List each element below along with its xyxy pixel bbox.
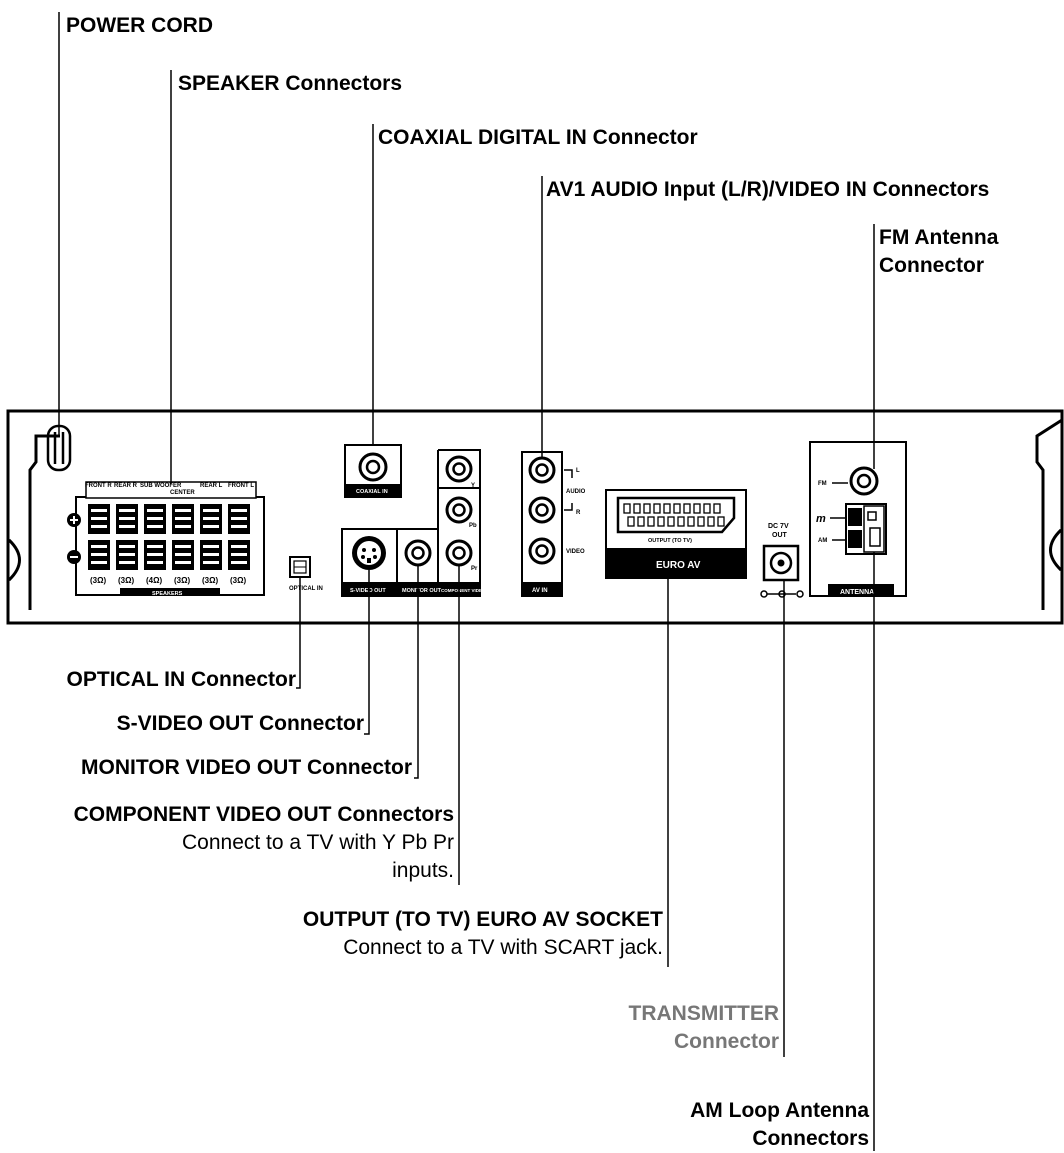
- euro-output-label: OUTPUT (TO TV): [648, 538, 692, 544]
- av-in-label: AV IN: [532, 588, 548, 594]
- optical-in-connector: OPTICAL IN: [289, 556, 323, 592]
- minus-icon: [67, 550, 81, 564]
- power-cord-callout: POWER CORD: [66, 14, 213, 37]
- av1-input-callout: AV1 AUDIO Input (L/R)/VIDEO IN Connector…: [546, 178, 990, 201]
- audio-label: AUDIO: [566, 489, 586, 495]
- transmitter-callout-line2: Connector: [674, 1030, 779, 1053]
- dc-out-label: OUT: [772, 532, 788, 539]
- speaker-channel-label: CENTER: [170, 490, 195, 496]
- component-video-out-desc: Connect to a TV with Y Pb Pr: [182, 831, 454, 854]
- coaxial-in-connector: COAXIAL IN: [344, 444, 402, 498]
- speakers-label: SPEAKERS: [152, 591, 183, 597]
- am-label: AM: [818, 538, 827, 544]
- s-video-out-connector: S-VIDEO OUT: [350, 536, 386, 594]
- speaker-channel-label: FRONT R: [85, 483, 112, 489]
- speaker-terminal-block: FRONT R REAR R SUB WOOFER CENTER REAR L …: [67, 481, 265, 597]
- transmitter-callout: TRANSMITTER: [628, 1002, 780, 1025]
- component-video-out-callout: COMPONENT VIDEO OUT Connectors: [73, 803, 454, 826]
- component-video-out-desc-line2: inputs.: [392, 859, 454, 882]
- speaker-impedance: (3Ω): [174, 576, 191, 585]
- antenna-label: ANTENNA: [840, 589, 874, 596]
- monitor-out-label: MONITOR OUT: [402, 588, 442, 594]
- speaker-impedance: (3Ω): [230, 576, 247, 585]
- dc-label: DC 7V: [768, 523, 789, 530]
- speaker-channel-label: SUB WOOFER: [140, 483, 182, 489]
- am-loop-antenna-callout-line2: Connectors: [752, 1127, 869, 1150]
- chassis: [6, 409, 1064, 625]
- component-y-label: Y: [471, 483, 475, 489]
- callout-lines: [58, 12, 875, 1151]
- speaker-channel-label: REAR R: [114, 483, 138, 489]
- optical-in-callout: OPTICAL IN Connector: [66, 668, 296, 691]
- speaker-impedance: (3Ω): [90, 576, 107, 585]
- euro-av-socket-desc: Connect to a TV with SCART jack.: [343, 936, 663, 959]
- audio-r-label: R: [576, 510, 581, 516]
- coaxial-digital-in-callout: COAXIAL DIGITAL IN Connector: [378, 126, 698, 149]
- speaker-connectors-callout: SPEAKER Connectors: [178, 72, 403, 95]
- am-loop-antenna-callout: AM Loop Antenna: [690, 1099, 869, 1122]
- component-pb-label: Pb: [469, 523, 477, 529]
- antenna-block: ANTENNA FM m AM: [809, 441, 907, 597]
- s-video-out-callout: S-VIDEO OUT Connector: [116, 712, 364, 735]
- av-in-block: AV IN L AUDIO R VIDEO: [521, 451, 586, 597]
- fm-label: FM: [818, 481, 827, 487]
- audio-l-label: L: [576, 468, 580, 474]
- coaxial-in-label: COAXIAL IN: [356, 489, 388, 495]
- euro-av-socket: OUTPUT (TO TV) EURO AV: [605, 489, 747, 579]
- euro-av-socket-callout: OUTPUT (TO TV) EURO AV SOCKET: [302, 908, 663, 931]
- s-video-out-label: S-VIDEO OUT: [350, 588, 386, 594]
- ground-icon: m: [816, 513, 826, 525]
- speaker-channel-label: REAR L: [200, 483, 223, 489]
- fm-antenna-callout: FM Antenna: [879, 226, 999, 249]
- video-label: VIDEO: [566, 549, 585, 555]
- monitor-video-out-callout: MONITOR VIDEO OUT Connector: [81, 756, 412, 779]
- speaker-channel-label: FRONT L: [228, 483, 254, 489]
- speaker-impedance: (3Ω): [118, 576, 135, 585]
- optical-in-label: OPTICAL IN: [289, 586, 323, 592]
- fm-antenna-callout-line2: Connector: [879, 254, 984, 277]
- component-pr-label: Pr: [471, 566, 478, 572]
- speaker-impedance: (4Ω): [146, 576, 163, 585]
- component-video-out-connectors: Y Pb Pr COMPONENT VIDEO OUT: [441, 455, 497, 593]
- polarity-icon: [760, 590, 804, 598]
- plus-icon: [67, 513, 81, 527]
- component-out-label: COMPONENT VIDEO OUT: [441, 588, 497, 593]
- transmitter-connector: DC 7V OUT: [760, 523, 804, 598]
- euro-av-label: EURO AV: [656, 560, 701, 571]
- speaker-impedance: (3Ω): [202, 576, 219, 585]
